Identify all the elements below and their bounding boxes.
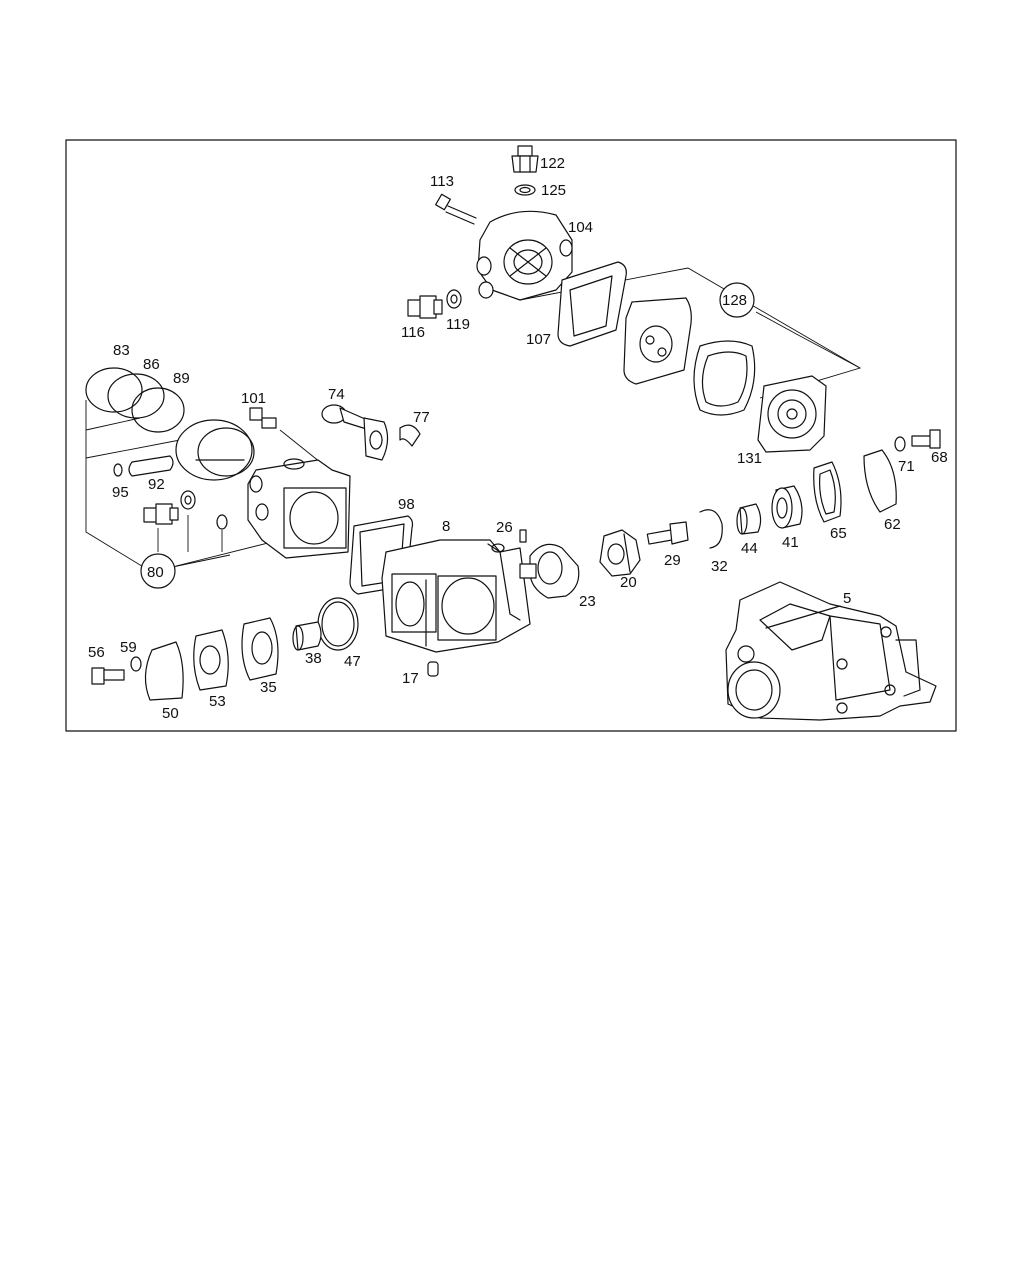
- label-20: 20: [620, 574, 637, 591]
- bolt-113: [435, 193, 477, 225]
- seal-ring-125: [514, 184, 536, 196]
- cylinder: [247, 458, 351, 559]
- bushing-44: [736, 503, 762, 535]
- cover-62: [863, 449, 897, 513]
- gasket-ring-47: [317, 597, 359, 651]
- seal-80c: [216, 514, 228, 530]
- label-32: 32: [711, 558, 728, 575]
- bolt-29: [646, 521, 689, 545]
- label-92: 92: [148, 476, 165, 493]
- bearing-41: [771, 485, 803, 529]
- diagram-frame: [65, 139, 957, 732]
- label-128: 128: [722, 292, 747, 309]
- cylinder-head-cover-104: [476, 210, 573, 301]
- bearing-shell-77: [399, 424, 421, 447]
- fitting-101: [249, 407, 277, 429]
- label-77: 77: [413, 409, 430, 426]
- label-35: 35: [260, 679, 277, 696]
- washer-59: [130, 656, 142, 672]
- washer-119: [446, 289, 462, 309]
- label-113: 113: [430, 173, 454, 190]
- bolt-56: [91, 667, 125, 685]
- piston: [175, 419, 255, 481]
- label-41: 41: [782, 534, 799, 551]
- label-125: 125: [541, 182, 566, 199]
- label-122: 122: [540, 155, 565, 172]
- cover-plate-131: [757, 375, 827, 453]
- label-47: 47: [344, 653, 361, 670]
- callout-circle-80: [140, 553, 176, 589]
- bearing-cover-35: [241, 617, 279, 681]
- key-26: [519, 529, 527, 543]
- gear-20: [599, 529, 641, 577]
- label-74: 74: [328, 386, 345, 403]
- label-80: 80: [147, 564, 164, 581]
- label-95: 95: [112, 484, 129, 501]
- label-101: 101: [241, 390, 266, 407]
- label-98: 98: [398, 496, 415, 513]
- gasket-65: [813, 461, 842, 523]
- union-fitting-122: [511, 145, 539, 173]
- label-56: 56: [88, 644, 105, 661]
- label-119: 119: [446, 316, 470, 333]
- fitting-80a: [143, 503, 179, 525]
- label-38: 38: [305, 650, 322, 667]
- label-44: 44: [741, 540, 758, 557]
- label-71: 71: [898, 458, 915, 475]
- label-50: 50: [162, 705, 179, 722]
- callout-circle-128: [719, 282, 755, 318]
- piston-pin-92: [128, 455, 174, 477]
- circlip-95: [113, 463, 123, 477]
- compressor-assembly-5: [725, 581, 937, 721]
- gasket-ring-131: [693, 340, 756, 416]
- label-59: 59: [120, 639, 137, 656]
- label-131: 131: [737, 450, 762, 467]
- label-107: 107: [526, 331, 551, 348]
- label-53: 53: [209, 693, 226, 710]
- washer-71: [894, 436, 906, 452]
- label-89: 89: [173, 370, 190, 387]
- label-17: 17: [402, 670, 419, 687]
- valve-plate-128: [623, 297, 692, 385]
- label-8: 8: [442, 518, 450, 535]
- end-cover-50: [144, 641, 184, 701]
- label-104: 104: [568, 219, 593, 236]
- part-labels: 122 125 113 104 128 116 119 107 83 86 89…: [88, 155, 948, 722]
- bushing-38: [292, 621, 322, 651]
- connecting-rod-74: [321, 404, 389, 461]
- label-5: 5: [843, 590, 851, 607]
- label-68: 68: [931, 449, 948, 466]
- label-26: 26: [496, 519, 513, 536]
- label-116: 116: [401, 324, 425, 341]
- label-65: 65: [830, 525, 847, 542]
- label-29: 29: [664, 552, 681, 569]
- piston-rings-83-86-89: [85, 367, 185, 433]
- circlip-32: [699, 509, 723, 549]
- crankcase-8: [381, 539, 531, 653]
- label-83: 83: [113, 342, 130, 359]
- crankshaft-23: [519, 543, 580, 599]
- label-86: 86: [143, 356, 160, 373]
- bolt-68: [911, 429, 941, 449]
- washer-80b: [180, 490, 196, 510]
- label-23: 23: [579, 593, 596, 610]
- fitting-116: [407, 295, 443, 319]
- label-62: 62: [884, 516, 901, 533]
- dowel-pin-17: [427, 661, 439, 677]
- gasket-107: [557, 261, 627, 347]
- gasket-53: [193, 629, 229, 691]
